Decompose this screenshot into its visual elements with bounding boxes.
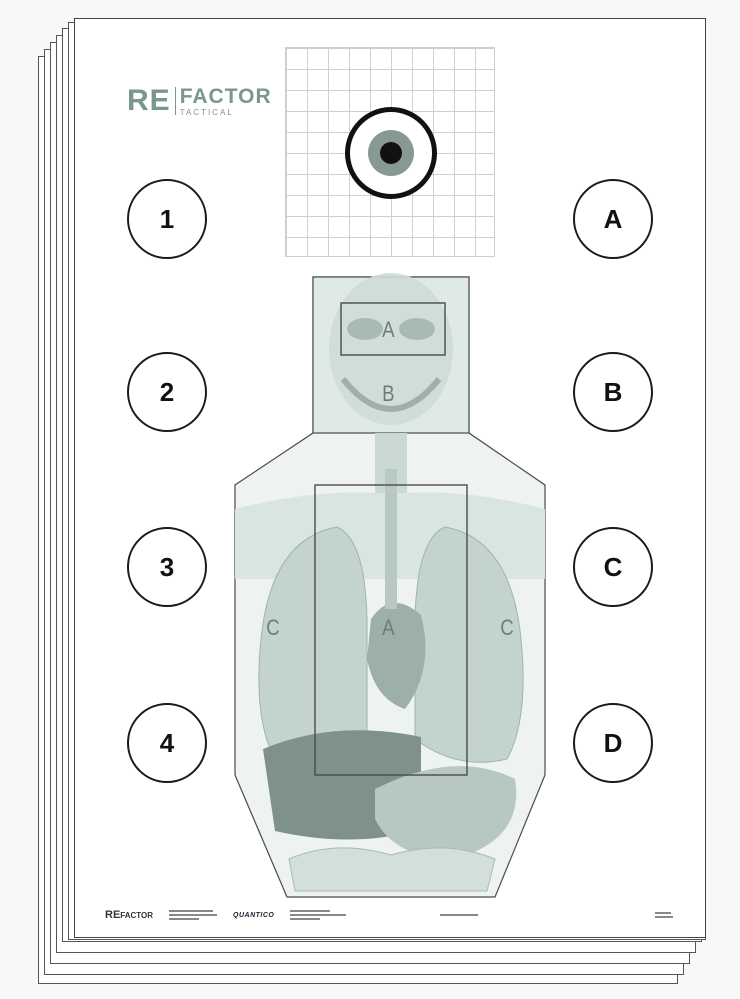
marker-d: D xyxy=(573,703,653,783)
footer-badge: QUANTICO xyxy=(233,911,275,919)
footer-fine-print-3 xyxy=(440,914,480,916)
footer-logo-re: RE xyxy=(105,909,121,921)
marker-1: 1 xyxy=(127,179,207,259)
logo-re-text: RE xyxy=(127,84,171,117)
heart-shape xyxy=(367,602,426,709)
marker-b: B xyxy=(573,352,653,432)
logo-divider xyxy=(174,87,176,115)
sight-grid xyxy=(285,47,495,257)
footer-logo-factor: FACTOR xyxy=(120,910,154,920)
bullseye-center xyxy=(380,142,402,164)
marker-a: A xyxy=(573,179,653,259)
zone-label-head-b: B xyxy=(382,381,395,406)
footer-fine-print-1 xyxy=(169,910,219,920)
anatomy-silhouette xyxy=(234,273,546,898)
jaw-shape xyxy=(340,377,442,412)
stomach-shape xyxy=(375,766,517,859)
marker-c: C xyxy=(573,527,653,607)
lung-left xyxy=(258,526,368,763)
footer-fine-print-2 xyxy=(290,910,350,920)
zone-label-chest-c-right: C xyxy=(500,615,514,640)
sheet-footer: RE FACTOR QUANTICO xyxy=(105,904,675,926)
trachea-shape xyxy=(385,469,397,609)
zone-head-a-box xyxy=(340,302,446,356)
marker-3: 3 xyxy=(127,527,207,607)
zone-label-head-a: A xyxy=(382,317,395,342)
zone-label-chest-c-left: C xyxy=(266,615,280,640)
target-sheet: RE FACTOR TACTICAL 1 2 3 4 A B C D xyxy=(74,18,706,938)
eye-socket-left xyxy=(347,318,383,340)
brand-logo: RE FACTOR TACTICAL xyxy=(127,81,272,121)
skull-shape xyxy=(329,273,453,425)
zone-label-chest-a: A xyxy=(382,615,395,640)
intestines-shape xyxy=(288,847,496,892)
eye-socket-right xyxy=(399,318,435,340)
footer-fine-print-4 xyxy=(655,912,675,918)
logo-tagline: TACTICAL xyxy=(179,107,234,117)
footer-logo: RE FACTOR xyxy=(105,909,153,921)
bullseye-target xyxy=(345,107,437,199)
marker-2: 2 xyxy=(127,352,207,432)
logo-factor-text: FACTOR xyxy=(179,84,272,108)
bullseye-middle-ring xyxy=(368,130,414,176)
marker-4: 4 xyxy=(127,703,207,783)
zone-chest-a-box xyxy=(314,484,468,776)
logo-right-group: FACTOR TACTICAL xyxy=(180,86,272,117)
